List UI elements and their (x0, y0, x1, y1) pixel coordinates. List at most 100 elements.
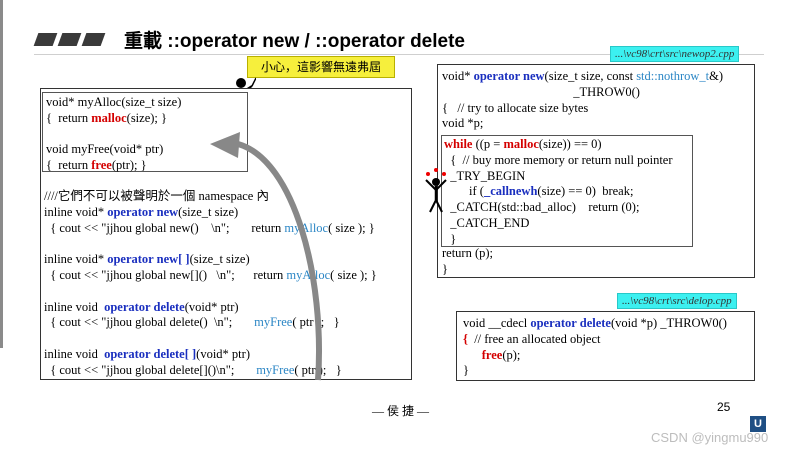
code-token: ((p = (472, 137, 504, 151)
code-token: (size)) == 0) (538, 137, 602, 151)
vertical-divider (0, 0, 3, 348)
code-token: { cout << "jjhou global new() \n"; retur… (44, 220, 285, 235)
code-token: (size_t size, const (544, 69, 637, 83)
watermark: CSDN @yingmu990 (651, 430, 769, 445)
code-token: free (91, 158, 112, 173)
code-token: _CATCH(std::bad_alloc) return (0); (444, 200, 640, 215)
right-top-code-panel: void* operator new(size_t size, const st… (437, 64, 755, 278)
juggler-figure-icon (425, 168, 447, 213)
code-token: operator new[ ] (107, 252, 190, 267)
code-token: { (463, 331, 468, 346)
code-token: _THROW0() (442, 84, 640, 99)
title-underline (34, 54, 764, 55)
code-line: { cout << "jjhou global delete[]()\n"; m… (44, 363, 377, 379)
code-token: inline void* (44, 204, 108, 219)
code-token: } (444, 231, 457, 246)
code-line: _CATCH(std::bad_alloc) return (0); (444, 200, 690, 216)
code-token: malloc (91, 110, 127, 125)
code-token: return (p); (442, 246, 494, 260)
while-loop-box: while ((p = malloc(size)) == 0) { // buy… (441, 135, 693, 247)
code-line: { cout << "jjhou global new() \n"; retur… (44, 221, 377, 237)
code-line: void* myAlloc(size_t size) (46, 95, 244, 111)
code-token: inline void* (44, 252, 108, 267)
code-token: void myFree(void* ptr) (46, 142, 164, 157)
code-token: operator delete[ ] (104, 346, 197, 361)
code-line: ////它們不可以被聲明於一個 namespace 內 (44, 189, 377, 205)
code-token: operator delete (530, 316, 611, 330)
code-token: { return (46, 158, 92, 173)
code-token: free (481, 347, 503, 362)
code-line: { // free an allocated object (463, 332, 727, 348)
code-token: &) (709, 69, 723, 83)
newop2-file-tag: ...\vc98\crt\src\newop2.cpp (610, 46, 740, 62)
code-token (44, 284, 47, 298)
code-token: } (442, 261, 448, 276)
code-line: _THROW0() (442, 85, 723, 101)
delop-file-tag: ...\vc98\crt\src\delop.cpp (617, 293, 737, 309)
code-line: void myFree(void* ptr) (46, 142, 244, 158)
code-token: _callnewh (483, 184, 538, 199)
code-token: (size_t size) (178, 204, 239, 219)
curved-arrow-icon (210, 132, 322, 381)
code-token: _TRY_BEGIN (444, 168, 526, 183)
code-line: if (_callnewh(size) == 0) break; (444, 184, 690, 200)
code-token: (size) == 0) break; (537, 184, 634, 199)
code-line: void* operator new(size_t size, const st… (442, 69, 723, 85)
code-token: ( ptr ); } (294, 362, 342, 377)
code-token: { cout << "jjhou global delete() \n"; (44, 315, 255, 330)
code-line: void __cdecl operator delete(void *p) _T… (463, 316, 727, 332)
code-line: free(p); (463, 348, 727, 364)
title-decoration-bars (33, 33, 106, 47)
code-token (46, 127, 49, 141)
code-token: (void* ptr) (196, 346, 250, 361)
left-code-panel: void* myAlloc(size_t size){ return mallo… (40, 88, 412, 380)
code-token: myFree (254, 315, 293, 330)
while-loop-code: while ((p = malloc(size)) == 0) { // buy… (442, 136, 692, 249)
code-line: } (442, 262, 493, 278)
code-line: { cout << "jjhou global new[]() \n"; ret… (44, 268, 377, 284)
code-token: myAlloc (286, 267, 331, 282)
code-line: { // buy more memory or return null poin… (444, 153, 690, 169)
code-token: void __cdecl (463, 316, 531, 330)
code-token: operator delete (104, 299, 185, 314)
code-token: std::nothrow_t (636, 69, 710, 83)
code-line: { cout << "jjhou global delete() \n"; my… (44, 315, 377, 331)
page-number: 25 (717, 400, 731, 414)
code-token: { cout << "jjhou global delete[]()\n"; (44, 362, 257, 377)
global-operator-code: ////它們不可以被聲明於一個 namespace 內 inline void* … (44, 189, 377, 379)
code-line: while ((p = malloc(size)) == 0) (444, 137, 690, 153)
code-token: { return (46, 110, 92, 125)
code-token: if ( (444, 184, 484, 199)
logo-icon: U (750, 416, 766, 432)
code-token: operator new (473, 69, 545, 83)
return-code: return (p);} (442, 246, 493, 278)
code-token: (ptr); } (111, 158, 147, 173)
code-token: ////它們不可以被聲明於一個 namespace 內 (44, 189, 269, 203)
code-token: while (444, 137, 473, 151)
code-line: { return free(ptr); } (46, 158, 244, 174)
code-token: // free an allocated object (467, 331, 601, 346)
code-token: { cout << "jjhou global new[]() \n"; ret… (44, 267, 287, 282)
code-line: inline void* operator new[ ](size_t size… (44, 252, 377, 268)
code-line: } (463, 363, 727, 379)
code-token (44, 236, 47, 250)
code-token: { // try to allocate size bytes (442, 100, 589, 115)
code-line: inline void operator delete(void* ptr) (44, 300, 377, 316)
footer-author: — 侯 捷 — (372, 404, 430, 418)
code-token: (size); } (126, 110, 168, 125)
code-line: return (p); (442, 246, 493, 262)
code-token: { // buy more memory or return null poin… (444, 152, 673, 167)
code-token: inline void (44, 346, 105, 361)
code-line: _TRY_BEGIN (444, 169, 690, 185)
code-line: } (444, 232, 690, 248)
code-line: { return malloc(size); } (46, 111, 244, 127)
code-token: (void* ptr) (184, 299, 239, 314)
code-token: (size_t size) (189, 252, 250, 267)
code-token: (p); (502, 347, 521, 362)
code-line: void *p; (442, 116, 723, 132)
right-bottom-code-panel: void __cdecl operator delete(void *p) _T… (456, 311, 755, 381)
operator-delete-code: void __cdecl operator delete(void *p) _T… (463, 316, 727, 379)
code-token: void* myAlloc(size_t size) (46, 95, 182, 109)
code-line: inline void operator delete[ ](void* ptr… (44, 347, 377, 363)
code-token: void *p; (442, 116, 484, 131)
